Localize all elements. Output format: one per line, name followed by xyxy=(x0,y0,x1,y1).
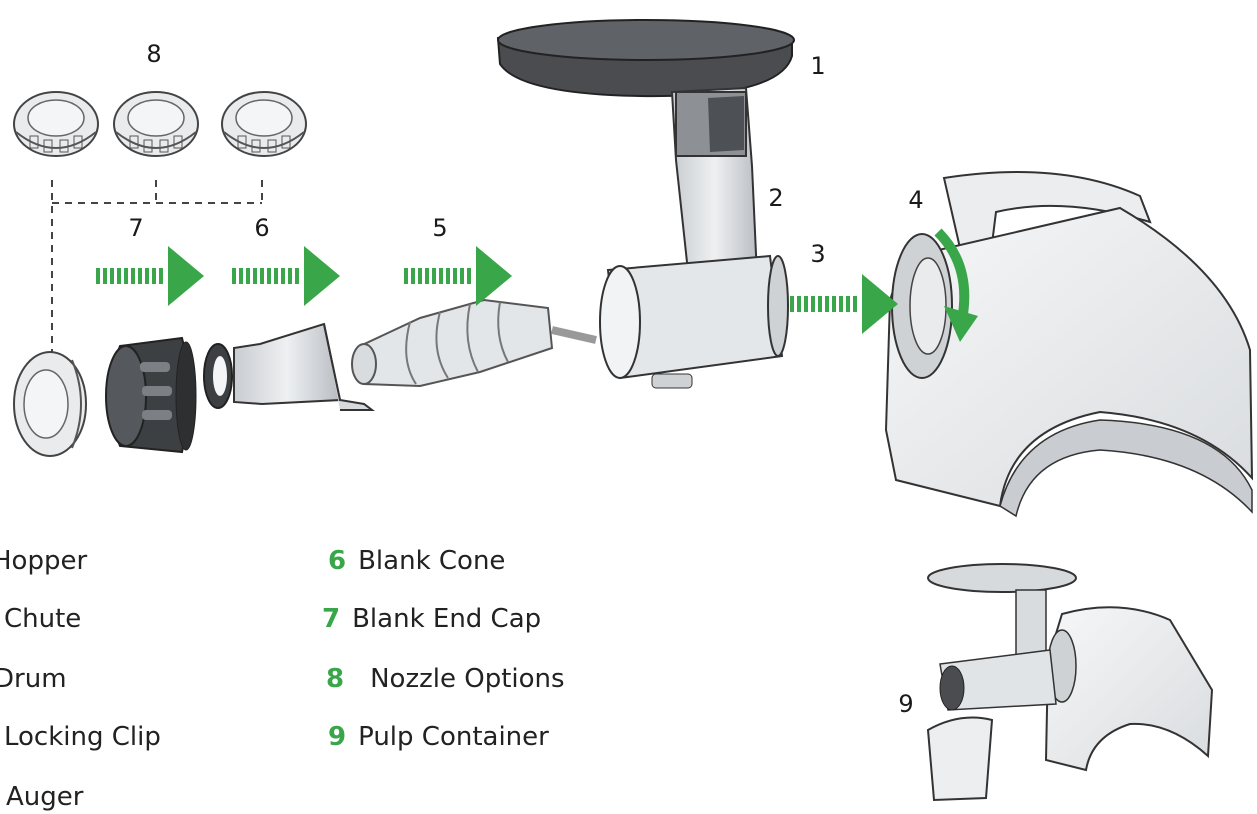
legend-item-locking-clip: Locking Clip xyxy=(4,722,161,752)
callout-7: 7 xyxy=(128,214,143,242)
juicer-base xyxy=(884,171,1254,518)
blank-cone xyxy=(203,322,375,411)
nozzle-option-1 xyxy=(13,91,99,157)
arrow-7 xyxy=(96,246,204,306)
callout-2: 2 xyxy=(768,184,783,212)
callout-8: 8 xyxy=(146,40,161,68)
legend-item-drum: Drum xyxy=(0,664,67,694)
nozzle-bracket xyxy=(51,180,263,360)
nozzle-installed xyxy=(13,351,87,457)
drum xyxy=(599,254,789,389)
legend-item-auger: Auger xyxy=(6,782,84,812)
arrow-5 xyxy=(404,246,512,306)
callout-3: 3 xyxy=(810,240,825,268)
callout-9: 9 xyxy=(898,690,913,718)
legend-item-hopper: Hopper xyxy=(0,546,88,576)
callout-5: 5 xyxy=(432,214,447,242)
callout-6: 6 xyxy=(254,214,269,242)
arrow-3 xyxy=(790,274,898,334)
blank-end-cap xyxy=(105,336,197,454)
hopper xyxy=(496,19,795,98)
legend-item-chute: Chute xyxy=(4,604,82,634)
callout-4: 4 xyxy=(908,186,923,214)
arrow-6 xyxy=(232,246,340,306)
callout-1: 1 xyxy=(810,52,825,80)
nozzle-option-3 xyxy=(221,91,307,157)
nozzle-option-2 xyxy=(113,91,199,157)
auger xyxy=(351,298,597,388)
assembled-juicer-thumbnail xyxy=(926,563,1214,802)
chute xyxy=(670,86,760,308)
